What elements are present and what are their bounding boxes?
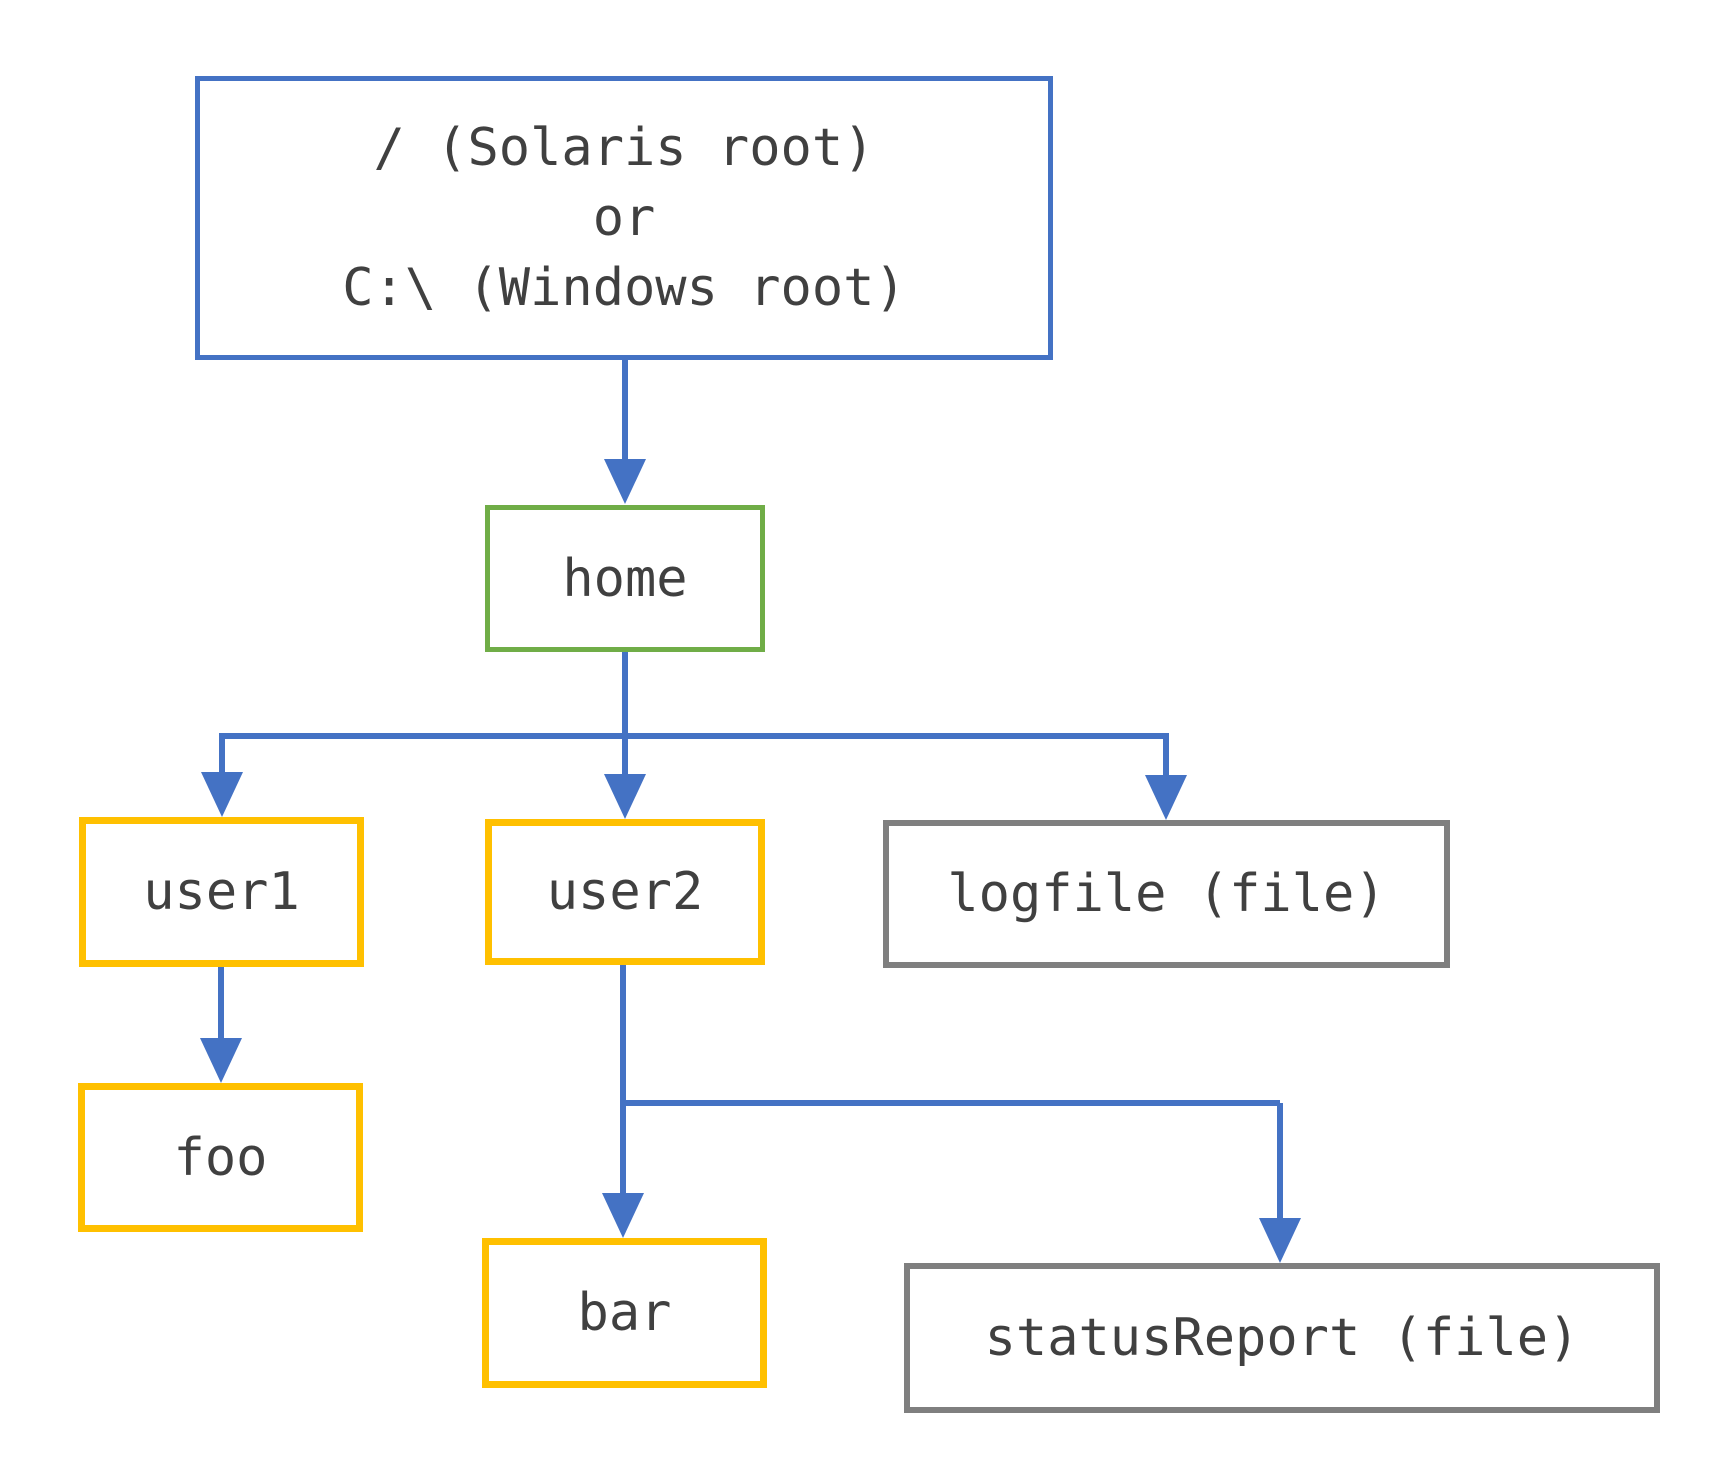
node-bar-label: bar [577,1283,672,1343]
node-foo-label: foo [173,1127,268,1188]
node-user2: user2 [485,819,765,965]
arrowhead-home [604,459,646,504]
root-label-line-2: or [592,188,656,248]
node-home: home [485,505,765,652]
node-statusreport-label: statusReport (file) [984,1308,1580,1368]
node-user2-label: user2 [546,862,704,922]
arrowhead-bar [602,1193,644,1238]
node-foo: foo [78,1083,363,1232]
root-label-line-3: C:\ (Windows root) [342,258,906,318]
node-bar: bar [482,1238,767,1388]
arrowhead-user2 [604,774,646,819]
node-home-label: home [562,548,688,609]
edge-user1-foo [200,967,242,1083]
node-user1-label: user1 [143,862,300,922]
node-user1: user1 [79,817,364,967]
node-logfile: logfile (file) [883,820,1450,968]
arrowhead-statusreport [1259,1218,1301,1263]
edge-user2-children [602,965,1301,1263]
edge-root-home [604,360,646,504]
arrowhead-user1 [201,772,243,817]
root-label-line-1: / (Solaris root) [373,118,875,178]
node-logfile-label: logfile (file) [947,864,1386,924]
arrowhead-foo [200,1038,242,1083]
arrowhead-logfile [1145,775,1187,820]
node-statusreport: statusReport (file) [904,1263,1660,1413]
node-root: / (Solaris root) or C:\ (Windows root) [195,76,1053,360]
edge-home-children [201,652,1187,820]
